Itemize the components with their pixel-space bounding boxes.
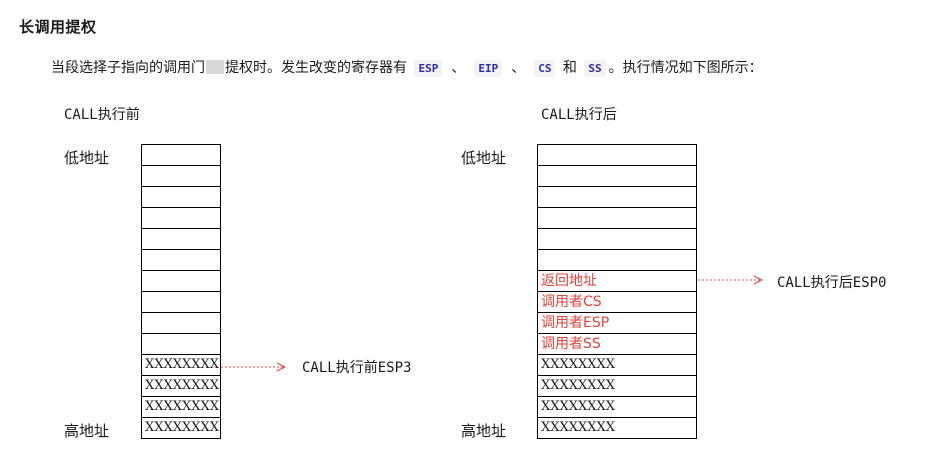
- separator: 、: [511, 60, 526, 76]
- before-stack-cell: [142, 229, 220, 250]
- after-stack-cell: 调用者ESP: [538, 313, 696, 334]
- intro-suffix: 。执行情况如下图所示：: [608, 60, 763, 76]
- after-high-address-label: 高地址: [461, 422, 507, 440]
- before-stack-cell: XXXXXXXX: [142, 376, 220, 397]
- reg-ss: SS: [584, 60, 606, 77]
- intro-prefix: 当段选择子指向的调用门: [51, 60, 205, 76]
- before-stack-cell: [142, 250, 220, 271]
- before-stack-cell: XXXXXXXX: [142, 397, 220, 418]
- after-stack-cell: [538, 187, 696, 208]
- before-high-address-label: 高地址: [64, 422, 110, 440]
- section-title: 长调用提权: [19, 18, 97, 36]
- before-stack-cell: XXXXXXXX: [142, 418, 220, 439]
- after-low-address-label: 低地址: [461, 149, 507, 167]
- after-stack-cell: 调用者CS: [538, 292, 696, 313]
- after-heading: CALL执行后: [541, 107, 617, 123]
- before-heading: CALL执行前: [64, 107, 140, 123]
- reg-cs: CS: [534, 60, 556, 77]
- after-stack-cell: 返回地址: [538, 271, 696, 292]
- after-stack-cell: XXXXXXXX: [538, 376, 696, 397]
- before-esp-label: CALL执行前ESP3: [302, 360, 412, 376]
- before-stack-cell: [142, 166, 220, 187]
- before-stack-cell: XXXXXXXX: [142, 355, 220, 376]
- before-low-address-label: 低地址: [64, 149, 110, 167]
- before-stack-cell: [142, 187, 220, 208]
- after-stack-cell: XXXXXXXX: [538, 397, 696, 418]
- after-stack-cell: XXXXXXXX: [538, 355, 696, 376]
- after-stack-cell: XXXXXXXX: [538, 418, 696, 439]
- after-stack-cell: [538, 208, 696, 229]
- before-stack-cell: [142, 292, 220, 313]
- reg-esp: ESP: [414, 60, 443, 77]
- after-stack-cell: [538, 145, 696, 166]
- before-stack-cell: [142, 334, 220, 355]
- reg-eip: EIP: [474, 60, 503, 77]
- after-stack-cell: 调用者SS: [538, 334, 696, 355]
- after-stack-cell: [538, 250, 696, 271]
- after-esp-label: CALL执行后ESP0: [777, 275, 887, 291]
- redacted-mark: [206, 60, 224, 74]
- separator: 、: [451, 60, 466, 76]
- after-esp-arrow: [698, 275, 764, 285]
- before-stack-cell: [142, 145, 220, 166]
- intro-paragraph: 当段选择子指向的调用门 提权时。发生改变的寄存器有 ESP 、 EIP 、 CS 和 SS…: [51, 57, 763, 77]
- intro-and: 和: [562, 60, 577, 76]
- after-stack-cell: [538, 229, 696, 250]
- intro-after-blur: 提权时。发生改变的寄存器有: [225, 60, 407, 76]
- before-esp-arrow: [221, 362, 287, 372]
- before-stack-cell: [142, 271, 220, 292]
- after-stack-cell: [538, 166, 696, 187]
- before-stack-cell: [142, 208, 220, 229]
- before-stack-cell: [142, 313, 220, 334]
